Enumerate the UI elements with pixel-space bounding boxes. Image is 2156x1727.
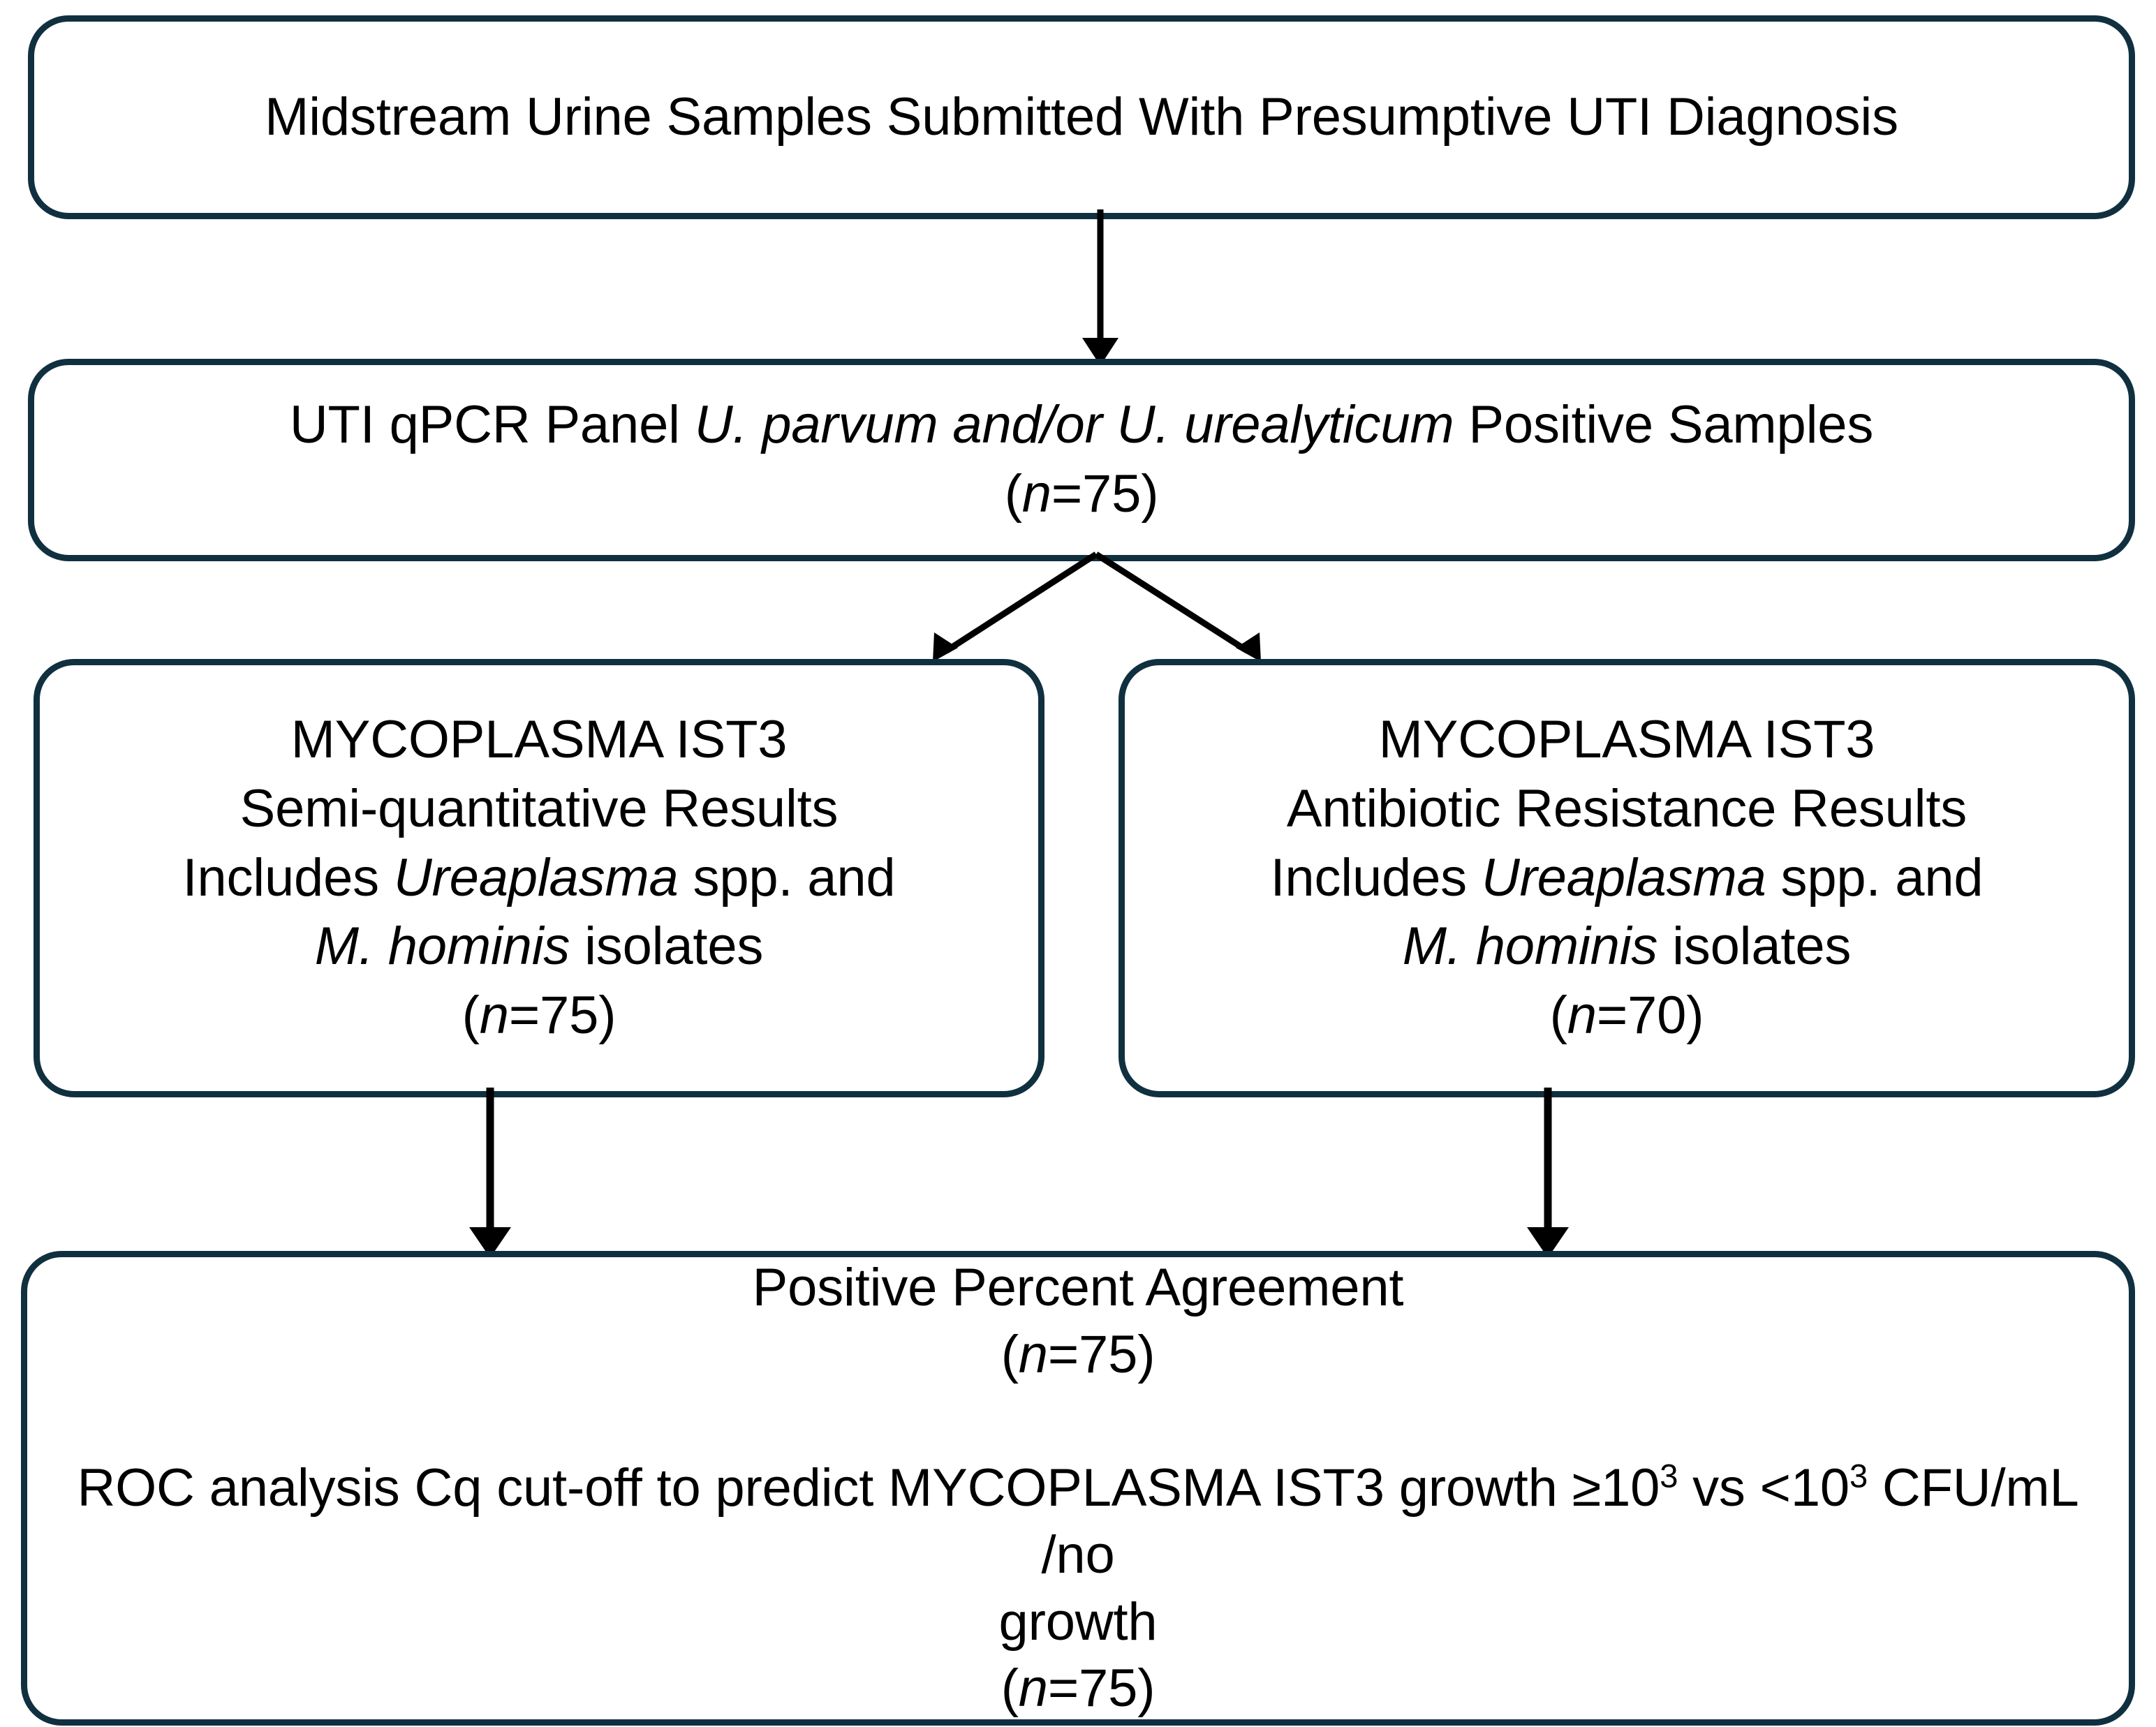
semi-line4-post: isolates [570,917,764,977]
semi-line3-post: spp. and [678,847,896,907]
edge-antibiotic-resistance-to-bottom-arrow [1527,1088,1569,1258]
semi-count-value: =75 [508,986,599,1046]
bottom-roc-line2: growth [998,1592,1158,1652]
bottom-roc-sup2: 3 [1849,1457,1868,1495]
qpcr-count-label: n [1021,464,1051,524]
abr-line4-post: isolates [1657,917,1852,977]
bottom-roc-mid: vs <10 [1678,1458,1849,1518]
abr-line3-post: spp. and [1766,847,1984,907]
node-midstream-urine-samples: Midstream Urine Samples Submitted With P… [28,15,2135,219]
abr-count-value: =70 [1596,986,1687,1046]
bottom-count2-value: =75 [1047,1659,1138,1719]
bottom-count2-label: n [1018,1659,1048,1719]
semi-line2: Semi-quantitative Results [239,778,839,838]
semi-line3-pre: Includes [182,847,394,907]
edge-top-to-qpcr-arrow [1082,209,1118,366]
abr-line4-italic-species: M. hominis [1402,917,1658,977]
node-positive-percent-agreement-roc-label: Positive Percent Agreement(n=75)ROC anal… [77,1257,2079,1719]
bottom-roc-sup1: 3 [1660,1457,1678,1495]
abr-count-label: n [1567,986,1597,1046]
qpcr-count-value: =75 [1051,464,1142,524]
bottom-roc-pre: ROC analysis Cq cut-off to predict MYCOP… [77,1458,1660,1518]
abr-line1: MYCOPLASMA IST3 [1378,710,1875,769]
semi-line1: MYCOPLASMA IST3 [290,710,788,769]
edge-qpcr-split-arrows [933,551,1261,662]
semi-count-label: n [479,986,509,1046]
qpcr-line1-tail: Positive Samples [1454,395,1874,455]
node-uti-qpcr-panel: UTI qPCR Panel U. parvum and/or U. ureal… [28,359,2135,561]
abr-line3-italic-genus: Ureaplasma [1481,847,1766,907]
abr-line2: Antibiotic Resistance Results [1286,778,1967,838]
qpcr-line1-italic-species: U. parvum and/or U. urealyticum [694,395,1454,455]
semi-line4-italic-species: M. hominis [314,917,570,977]
qpcr-line1-plain: UTI qPCR Panel [289,395,695,455]
bottom-line1: Positive Percent Agreement [752,1257,1404,1317]
bottom-count1-value: =75 [1047,1324,1138,1384]
bottom-roc-post: CFU/mL /no [1041,1458,2079,1585]
bottom-count1-label: n [1018,1324,1048,1384]
semi-line3-italic-genus: Ureaplasma [393,847,679,907]
node-positive-percent-agreement-roc: Positive Percent Agreement(n=75)ROC anal… [21,1251,2135,1726]
edge-semi-to-bottom-arrow [469,1088,511,1258]
node-uti-qpcr-panel-label: UTI qPCR Panel U. parvum and/or U. ureal… [289,395,1874,524]
node-midstream-urine-samples-label: Midstream Urine Samples Submitted With P… [265,87,1898,147]
abr-line3-pre: Includes [1270,847,1482,907]
